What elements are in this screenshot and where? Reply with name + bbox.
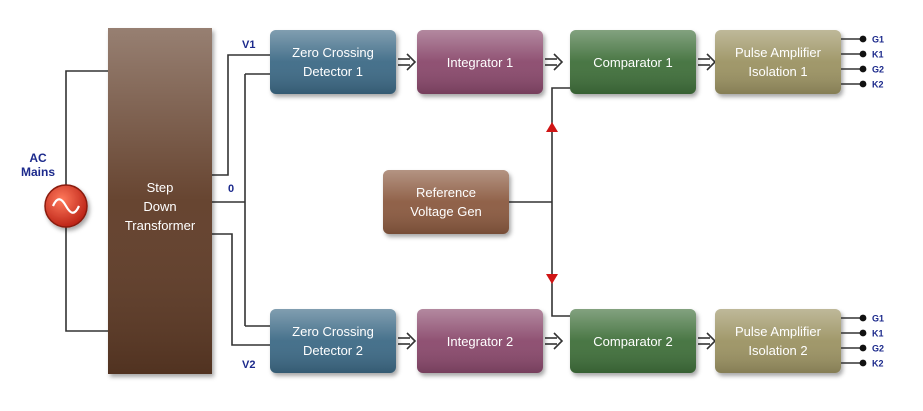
top-terminal-label-2: K1 bbox=[872, 50, 884, 60]
zcd1-line1: Zero Crossing bbox=[292, 45, 374, 60]
top-terminal-dot-4 bbox=[859, 80, 867, 88]
wire-mains-bottom bbox=[65, 226, 108, 332]
sine-wave-icon bbox=[51, 198, 81, 214]
ac-source: AC Mains bbox=[21, 151, 88, 228]
cmp2-label: Comparator 2 bbox=[593, 334, 672, 349]
pa1-line1: Pulse Amplifier bbox=[735, 45, 822, 60]
ac-label-line2: Mains bbox=[21, 165, 55, 179]
pulse-amplifier-isolation-2: Pulse Amplifier Isolation 2 bbox=[715, 309, 841, 373]
wire-v1 bbox=[212, 54, 270, 176]
integrator-1: Integrator 1 bbox=[417, 30, 543, 94]
ref-gloss bbox=[383, 170, 509, 234]
int1-gloss bbox=[417, 30, 543, 94]
pa1-gloss bbox=[715, 30, 841, 94]
flow-arrow-cmp2-pa2 bbox=[698, 332, 717, 350]
flow-arrow-zcd2-int2 bbox=[398, 332, 417, 350]
bottom-terminal-label-2: K1 bbox=[872, 329, 884, 339]
step-down-transformer: Step Down Transformer bbox=[108, 28, 212, 374]
flow-arrow-int1-cmp1 bbox=[545, 53, 564, 71]
zero-crossing-detector-2: Zero Crossing Detector 2 bbox=[270, 309, 396, 373]
top-terminal-dot-1 bbox=[859, 35, 867, 43]
bottom-terminal-dot-2 bbox=[859, 329, 867, 337]
zcd1-line2: Detector 1 bbox=[303, 64, 363, 79]
comparator-1: Comparator 1 bbox=[570, 30, 696, 94]
pa2-gloss bbox=[715, 309, 841, 373]
transformer-gloss bbox=[108, 28, 212, 374]
integrator-2: Integrator 2 bbox=[417, 309, 543, 373]
signal-v1-label: V1 bbox=[242, 39, 255, 51]
pa2-line2: Isolation 2 bbox=[748, 343, 807, 358]
zcd2-line2: Detector 2 bbox=[303, 343, 363, 358]
transformer-line3: Transformer bbox=[125, 218, 196, 233]
signal-v2-label: V2 bbox=[242, 359, 255, 371]
ref-arrow-down bbox=[546, 274, 558, 284]
flow-arrow-zcd1-int1 bbox=[398, 53, 417, 71]
ref-arrow-up bbox=[546, 122, 558, 132]
top-terminal-dot-2 bbox=[859, 50, 867, 58]
pa2-line1: Pulse Amplifier bbox=[735, 324, 822, 339]
zcd1-gloss bbox=[270, 30, 396, 94]
ref-line2: Voltage Gen bbox=[410, 204, 482, 219]
flow-arrow-cmp1-pa1 bbox=[698, 53, 717, 71]
int2-label: Integrator 2 bbox=[447, 334, 514, 349]
wire-ref-bus-top bbox=[551, 87, 570, 202]
int1-label: Integrator 1 bbox=[447, 55, 514, 70]
ref-line1: Reference bbox=[416, 185, 476, 200]
wire-ref-bus-bottom bbox=[551, 202, 570, 317]
top-terminal-label-4: K2 bbox=[872, 80, 884, 90]
ac-label-line1: AC bbox=[29, 151, 47, 165]
zcd2-line1: Zero Crossing bbox=[292, 324, 374, 339]
zero-crossing-detector-1: Zero Crossing Detector 1 bbox=[270, 30, 396, 94]
top-terminal-label-3: G2 bbox=[872, 65, 884, 75]
int2-gloss bbox=[417, 309, 543, 373]
bottom-terminal-dot-4 bbox=[859, 359, 867, 367]
signal-zero-label: 0 bbox=[228, 183, 234, 195]
bottom-terminal-label-1: G1 bbox=[872, 314, 884, 324]
flow-arrow-int2-cmp2 bbox=[545, 332, 564, 350]
pa1-line2: Isolation 1 bbox=[748, 64, 807, 79]
cmp1-label: Comparator 1 bbox=[593, 55, 672, 70]
flow-arrows bbox=[398, 53, 717, 350]
comparator-2: Comparator 2 bbox=[570, 309, 696, 373]
cmp2-gloss bbox=[570, 309, 696, 373]
bottom-terminal-dot-3 bbox=[859, 344, 867, 352]
transformer-line2: Down bbox=[143, 199, 176, 214]
reference-voltage-generator: Reference Voltage Gen bbox=[383, 170, 509, 234]
wires bbox=[65, 54, 570, 346]
top-terminal-dot-3 bbox=[859, 65, 867, 73]
top-terminal-label-1: G1 bbox=[872, 35, 884, 45]
wire-v2 bbox=[212, 233, 270, 346]
bottom-terminal-label-4: K2 bbox=[872, 359, 884, 369]
zcd2-gloss bbox=[270, 309, 396, 373]
wire-mains-top bbox=[65, 70, 108, 185]
bottom-terminal-dot-1 bbox=[859, 314, 867, 322]
cmp1-gloss bbox=[570, 30, 696, 94]
bottom-terminal-label-3: G2 bbox=[872, 344, 884, 354]
pulse-amplifier-isolation-1: Pulse Amplifier Isolation 1 bbox=[715, 30, 841, 94]
transformer-line1: Step bbox=[147, 180, 174, 195]
